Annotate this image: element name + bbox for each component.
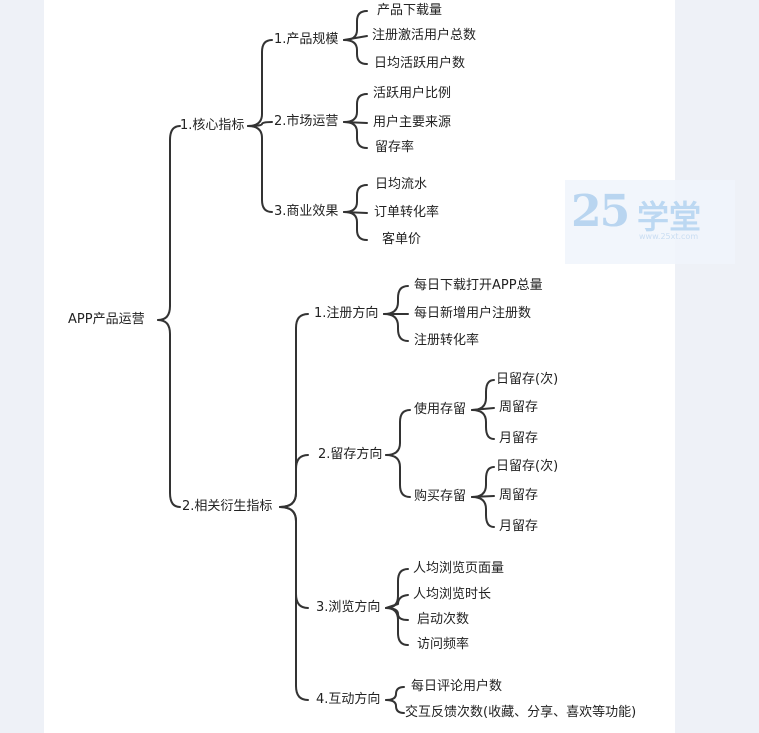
watermark-number: 25: [571, 186, 630, 237]
leaf-register-2: 注册转化率: [414, 333, 480, 348]
watermark-logo: 25 学堂 www.25xt.com: [565, 180, 735, 264]
node-register: 1.注册方向: [314, 306, 379, 321]
node-retention-use: 使用存留: [414, 402, 467, 417]
leaf-browse-1: 人均浏览时长: [413, 587, 492, 602]
interact-bracket: [385, 686, 405, 701]
node-market: 2.市场运营: [274, 114, 339, 129]
core-bracket-mid: [247, 121, 273, 127]
use-bracket: [471, 379, 495, 411]
leaf-market-1: 用户主要来源: [373, 115, 452, 130]
leaf-interact-1: 交互反馈次数(收藏、分享、喜欢等功能): [405, 705, 637, 720]
browse-bracket-b: [385, 594, 409, 609]
node-scale: 1.产品规模: [274, 32, 339, 47]
node-browse: 3.浏览方向: [316, 600, 381, 615]
node-retention: 2.留存方向: [318, 447, 383, 462]
root-bracket: [157, 125, 181, 321]
browse-bracket: [385, 568, 409, 609]
register-bracket-lower: [383, 313, 409, 342]
leaf-buy-0: 日留存(次): [496, 459, 559, 474]
leaf-register-0: 每日下载打开APP总量: [414, 278, 543, 293]
scale-bracket-lower: [343, 39, 368, 65]
node-interact: 4.互动方向: [316, 692, 381, 707]
core-bracket-lower: [247, 125, 273, 213]
root-bracket-lower: [157, 319, 181, 508]
leaf-use-0: 日留存(次): [496, 372, 559, 387]
buy-bracket-lower: [471, 496, 495, 528]
leaf-browse-0: 人均浏览页面量: [413, 561, 505, 576]
core-bracket: [247, 39, 273, 127]
leaf-business-2: 客单价: [382, 232, 422, 247]
leaf-use-1: 周留存: [499, 400, 539, 415]
retention-bracket: [385, 409, 411, 456]
leaf-buy-1: 周留存: [499, 488, 539, 503]
interact-bracket-lower: [385, 699, 405, 714]
related-bracket-d: [279, 506, 309, 701]
node-retention-buy: 购买存留: [414, 489, 467, 504]
related-bracket-c: [279, 506, 309, 609]
leaf-browse-2: 启动次数: [417, 612, 470, 627]
related-bracket-b: [279, 454, 309, 508]
node-related: 2.相关衍生指标: [182, 499, 273, 514]
node-root: APP产品运营: [68, 312, 145, 327]
use-bracket-lower: [471, 409, 495, 440]
market-bracket: [343, 93, 368, 123]
watermark-text: 学堂: [637, 198, 702, 236]
business-bracket-lower: [343, 211, 368, 241]
leaf-register-1: 每日新增用户注册数: [414, 306, 532, 321]
node-business: 3.商业效果: [274, 204, 339, 219]
leaf-business-1: 订单转化率: [374, 205, 440, 220]
leaf-market-2: 留存率: [375, 140, 415, 155]
leaf-buy-2: 月留存: [499, 519, 539, 534]
leaf-scale-1: 注册激活用户总数: [372, 28, 477, 43]
browse-bracket-d: [385, 607, 409, 646]
leaf-use-2: 月留存: [499, 431, 539, 446]
market-bracket-lower: [343, 121, 368, 149]
related-bracket: [279, 313, 309, 508]
buy-bracket: [471, 466, 495, 498]
leaf-scale-0: 产品下载量: [377, 3, 443, 18]
leaf-market-0: 活跃用户比例: [373, 86, 452, 101]
leaf-business-0: 日均流水: [375, 177, 428, 192]
leaf-scale-2: 日均活跃用户数: [374, 56, 466, 71]
register-bracket: [383, 285, 409, 315]
leaf-browse-3: 访问频率: [417, 637, 470, 652]
watermark-url: www.25xt.com: [639, 232, 699, 241]
business-bracket: [343, 184, 368, 213]
retention-bracket-lower: [385, 454, 411, 498]
leaf-interact-0: 每日评论用户数: [411, 679, 503, 694]
node-core: 1.核心指标: [180, 118, 245, 133]
